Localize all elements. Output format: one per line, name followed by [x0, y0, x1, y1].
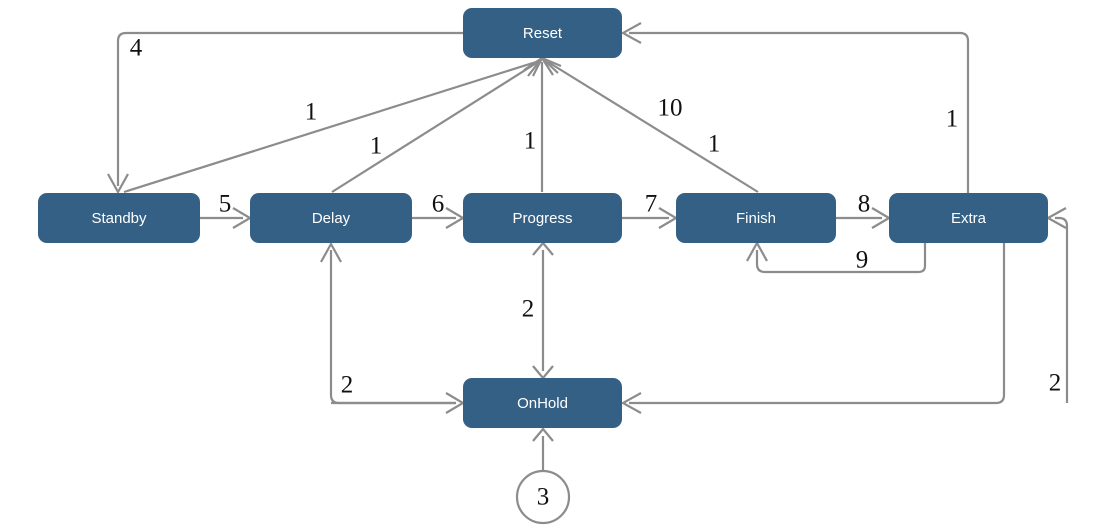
- edge-label-delay-reset: 1: [370, 133, 383, 160]
- edge-labels-layer: 4 1 1 1 10 1 1 5 6 7 8 9 2 2 2: [130, 35, 1062, 399]
- start-state-marker[interactable]: 3: [515, 469, 571, 525]
- edge-extra-to-reset[interactable]: [620, 22, 970, 193]
- edge-label-reset-standby: 4: [130, 35, 143, 62]
- arrowhead-icon: [620, 22, 642, 44]
- node-shape: [463, 378, 622, 428]
- edge-delay-to-reset[interactable]: [331, 61, 539, 193]
- node-reset[interactable]: Reset: [463, 8, 622, 58]
- node-extra[interactable]: Extra: [889, 193, 1048, 243]
- node-onhold[interactable]: OnHold: [463, 378, 622, 428]
- edge-progress-onhold[interactable]: [532, 241, 554, 380]
- node-progress[interactable]: Progress: [463, 193, 622, 243]
- edge-finish-to-reset[interactable]: [547, 61, 759, 193]
- edge-label-extra-onhold: 2: [1049, 370, 1062, 397]
- edge-label-progress-onhold: 2: [522, 296, 535, 323]
- edge-path: [547, 61, 759, 193]
- edge-path: [123, 60, 537, 194]
- edge-standby-to-reset[interactable]: [123, 60, 537, 194]
- edge-path: [1055, 216, 1069, 403]
- node-shape: [676, 193, 836, 243]
- edge-label-extra-reset: 1: [946, 106, 959, 133]
- arrowhead-icon: [107, 173, 129, 195]
- node-delay[interactable]: Delay: [250, 193, 412, 243]
- node-shape: [463, 8, 622, 58]
- start-marker-label: 3: [537, 484, 550, 511]
- arrowhead-icon: [523, 57, 543, 77]
- edge-label-progress-finish: 7: [645, 191, 658, 218]
- node-shape: [38, 193, 200, 243]
- node-shape: [889, 193, 1048, 243]
- node-finish[interactable]: Finish: [676, 193, 836, 243]
- arrowhead-icon: [532, 427, 554, 442]
- edge-label-finish-extra: 8: [858, 191, 871, 218]
- edge-label-delay-progress: 6: [432, 191, 445, 218]
- edge-label-extra-finish: 9: [856, 247, 869, 274]
- edge-path: [116, 31, 463, 186]
- arrowhead-icon: [320, 241, 342, 263]
- edge-label-standby-delay: 5: [219, 191, 232, 218]
- edge-label-finish-reset-1: 1: [708, 131, 721, 158]
- node-standby[interactable]: Standby: [38, 193, 200, 243]
- edge-extra-to-finish[interactable]: [746, 240, 927, 274]
- arrowhead-icon: [620, 392, 642, 414]
- edge-label-finish-reset-10: 10: [658, 95, 683, 122]
- edge-start-to-onhold[interactable]: [532, 427, 554, 471]
- edge-label-standby-reset: 1: [305, 99, 318, 126]
- edge-path: [629, 31, 970, 193]
- edge-extra-to-onhold[interactable]: [620, 243, 1006, 414]
- edge-label-progress-reset: 1: [524, 128, 537, 155]
- node-shape: [463, 193, 622, 243]
- edge-label-onhold-delay: 2: [341, 372, 354, 399]
- edge-reset-to-standby[interactable]: [107, 31, 463, 195]
- node-shape: [250, 193, 412, 243]
- start-circle-shape: [515, 469, 571, 525]
- edge-path: [331, 61, 539, 193]
- edge-path: [755, 243, 927, 274]
- edge-path: [629, 243, 1006, 405]
